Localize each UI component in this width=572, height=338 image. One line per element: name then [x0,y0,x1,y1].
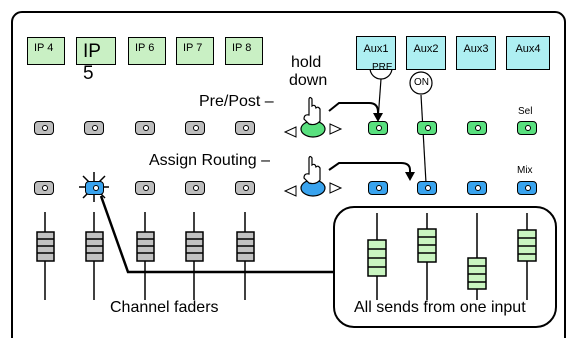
aux-fader [467,213,487,300]
channel-button-row2[interactable] [135,181,155,195]
channel-button-row1[interactable] [185,121,205,135]
sel-button[interactable] [517,121,537,135]
assign-routing-label: Assign Routing – [149,152,270,169]
channel-faders-label: Channel faders [110,299,219,316]
pre-post-label: Pre/Post – [199,93,274,110]
channel-faders [36,212,255,300]
selected-channel-button[interactable] [85,181,104,195]
on-tag-circle [409,71,433,95]
on-tag: ON [414,77,429,88]
hand-icon [303,155,321,185]
aux-routing-button[interactable] [467,181,487,195]
channel-button-row1[interactable] [135,121,155,135]
aux-select-aux1[interactable]: Aux1 [356,36,396,70]
mix-button[interactable] [517,181,537,195]
channel-fader [85,212,104,300]
channel-button-row1[interactable] [34,121,54,135]
channel-button-row2[interactable] [34,181,54,195]
aux-prepost-button[interactable] [368,121,388,135]
aux-sends-box [333,206,557,328]
pre-tag: PRE [372,62,393,73]
aux-fader [417,213,437,300]
assign-routing-arrowhead [405,172,415,181]
aux-select-aux3[interactable]: Aux3 [456,36,496,70]
channel-fader [36,212,55,300]
aux-routing-button[interactable] [417,181,437,195]
aux-select-aux2[interactable]: Aux2 [406,36,446,70]
panel-outline [11,11,566,338]
pre-post-arrow [328,102,379,118]
on-tag-leader [420,94,427,184]
sel-label: Sel [518,106,533,117]
aux-fader [517,213,537,300]
channel-fader [185,212,204,300]
aux-prepost-button[interactable] [467,121,487,135]
pre-post-arrowhead [373,113,383,122]
aux-send-faders [367,213,537,300]
input-select-ip5[interactable]: IP 5 [76,37,116,84]
down-label: down [289,72,328,89]
aux-select-aux4[interactable]: Aux4 [506,36,550,70]
selected-channel-connector [99,195,334,274]
input-select-ip8[interactable]: IP 8 [225,37,263,65]
channel-button-row2[interactable] [185,181,205,195]
aux-prepost-button[interactable] [417,121,437,135]
mix-label: Mix [517,165,533,176]
assign-routing-control [283,179,343,197]
channel-button-row2[interactable] [235,181,255,195]
pre-post-control [283,120,343,138]
channel-fader [136,212,155,300]
assign-routing-arrow [328,162,411,176]
aux-routing-button[interactable] [368,181,388,195]
input-select-ip7[interactable]: IP 7 [176,37,214,65]
all-sends-label: All sends from one input [354,299,526,316]
input-select-ip4[interactable]: IP 4 [27,37,65,65]
hold-label: hold [291,54,322,71]
channel-button-row1[interactable] [235,121,255,135]
channel-button-row1[interactable] [84,121,104,135]
channel-fader [236,212,255,300]
hand-icon [303,96,321,126]
aux-fader [367,213,387,300]
input-select-ip6[interactable]: IP 6 [128,37,166,65]
